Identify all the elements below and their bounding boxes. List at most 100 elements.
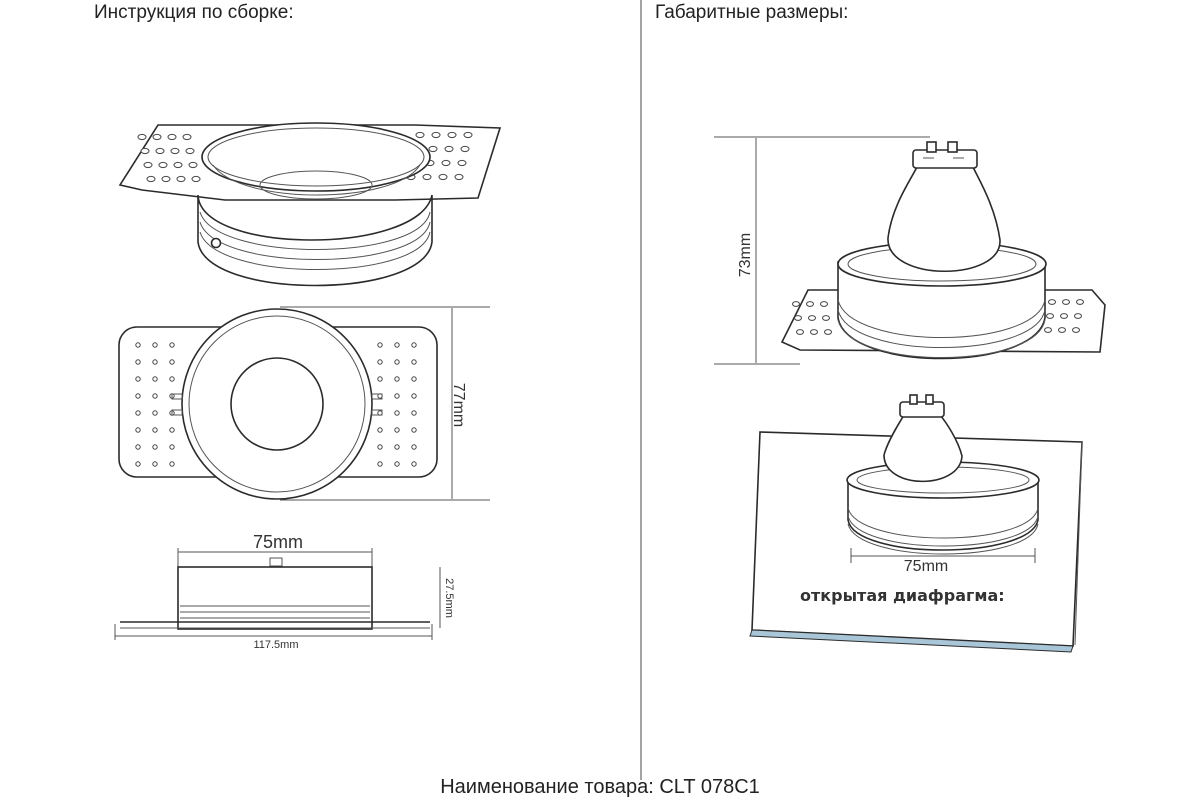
perforation-hole — [1046, 313, 1054, 319]
perforation-hole — [447, 131, 457, 139]
side-total-label: 117.5mm — [253, 639, 298, 651]
perforation-hole — [169, 359, 175, 365]
fixture-perspective-view — [118, 122, 502, 287]
perforation-hole — [137, 133, 147, 141]
perforation-hole — [411, 410, 417, 416]
perforation-hole — [135, 461, 141, 467]
perforation-hole — [135, 444, 141, 450]
perforation-hole — [411, 461, 417, 467]
perforation-hole — [808, 315, 816, 321]
perforation-hole — [394, 359, 400, 365]
perforation-hole — [444, 145, 454, 153]
perforation-hole — [794, 315, 802, 321]
assembly-heading: Инструкция по сборке: — [94, 2, 294, 23]
open-aperture-view: 75mm открытая диафрагма: — [749, 394, 1083, 653]
perforation-hole — [135, 376, 141, 382]
perforation-hole — [431, 131, 441, 139]
perforation-hole — [1076, 299, 1084, 305]
perforation-hole — [152, 461, 158, 467]
perforation-hole — [140, 147, 150, 155]
perforation-hole — [152, 410, 158, 416]
perforation-hole — [394, 393, 400, 399]
perforation-hole — [806, 301, 814, 307]
perforation-hole — [135, 359, 141, 365]
installed-perforations — [792, 299, 1084, 335]
side-height-label: 27.5mm — [443, 578, 455, 618]
perforation-hole — [394, 342, 400, 348]
perforation-hole — [143, 161, 153, 169]
perforation-hole — [167, 133, 177, 141]
perforation-hole — [441, 159, 451, 167]
perforation-hole — [135, 342, 141, 348]
install-height-label: 73mm — [737, 233, 754, 277]
open-width-label: 75mm — [904, 558, 948, 575]
perforation-hole — [135, 393, 141, 399]
perspective-perforations — [137, 131, 473, 183]
perforation-hole — [411, 342, 417, 348]
perforation-hole — [170, 147, 180, 155]
perforation-hole — [411, 393, 417, 399]
perforation-hole — [1044, 327, 1052, 333]
perforation-hole — [182, 133, 192, 141]
perforation-hole — [169, 376, 175, 382]
perforation-hole — [169, 444, 175, 450]
perforation-hole — [394, 444, 400, 450]
perforation-hole — [152, 133, 162, 141]
perforation-hole — [377, 444, 383, 450]
perforation-hole — [152, 342, 158, 348]
perforation-hole — [411, 444, 417, 450]
perforation-hole — [152, 444, 158, 450]
perforation-hole — [135, 410, 141, 416]
perforation-hole — [152, 359, 158, 365]
perforation-hole — [161, 175, 171, 183]
perforation-hole — [463, 131, 473, 139]
perforation-hole — [394, 427, 400, 433]
perforation-hole — [173, 161, 183, 169]
perforation-hole — [411, 376, 417, 382]
perforation-hole — [1058, 327, 1066, 333]
perforation-hole — [1060, 313, 1068, 319]
perforation-hole — [146, 175, 156, 183]
perforation-hole — [152, 427, 158, 433]
perforation-hole — [152, 376, 158, 382]
perforation-hole — [1062, 299, 1070, 305]
perforation-hole — [169, 342, 175, 348]
top-view-perforations — [135, 342, 417, 467]
perforation-hole — [1048, 299, 1056, 305]
perforation-hole — [460, 145, 470, 153]
perforation-hole — [824, 329, 832, 335]
perforation-hole — [185, 147, 195, 155]
perforation-hole — [1074, 313, 1082, 319]
side-width-label: 75mm — [253, 532, 303, 552]
perforation-hole — [394, 410, 400, 416]
perforation-hole — [169, 427, 175, 433]
perforation-hole — [377, 359, 383, 365]
perforation-hole — [377, 376, 383, 382]
perforation-hole — [191, 175, 201, 183]
perforation-hole — [457, 159, 467, 167]
perforation-hole — [810, 329, 818, 335]
perforation-hole — [411, 359, 417, 365]
top-height-label: 77mm — [450, 383, 467, 427]
perforation-hole — [438, 173, 448, 181]
perforation-hole — [155, 147, 165, 155]
fixture-side-view: 75mm 117.5mm 27.5mm — [114, 532, 455, 651]
fixture-top-view: 77mm — [118, 306, 490, 501]
product-name-footer: Наименование товара: CLT 078C1 — [440, 776, 760, 798]
installed-dimension-view: 73mm — [714, 136, 1106, 365]
perforation-hole — [1072, 327, 1080, 333]
perforation-hole — [176, 175, 186, 183]
perforation-hole — [394, 376, 400, 382]
perforation-hole — [394, 461, 400, 467]
perforation-hole — [822, 315, 830, 321]
perforation-hole — [428, 145, 438, 153]
perforation-hole — [792, 301, 800, 307]
perforation-hole — [377, 461, 383, 467]
perforation-hole — [796, 329, 804, 335]
perforation-hole — [135, 427, 141, 433]
perforation-hole — [158, 161, 168, 169]
panel-caption: открытая диафрагма: — [800, 586, 1005, 605]
perforation-hole — [169, 461, 175, 467]
perforation-hole — [152, 393, 158, 399]
